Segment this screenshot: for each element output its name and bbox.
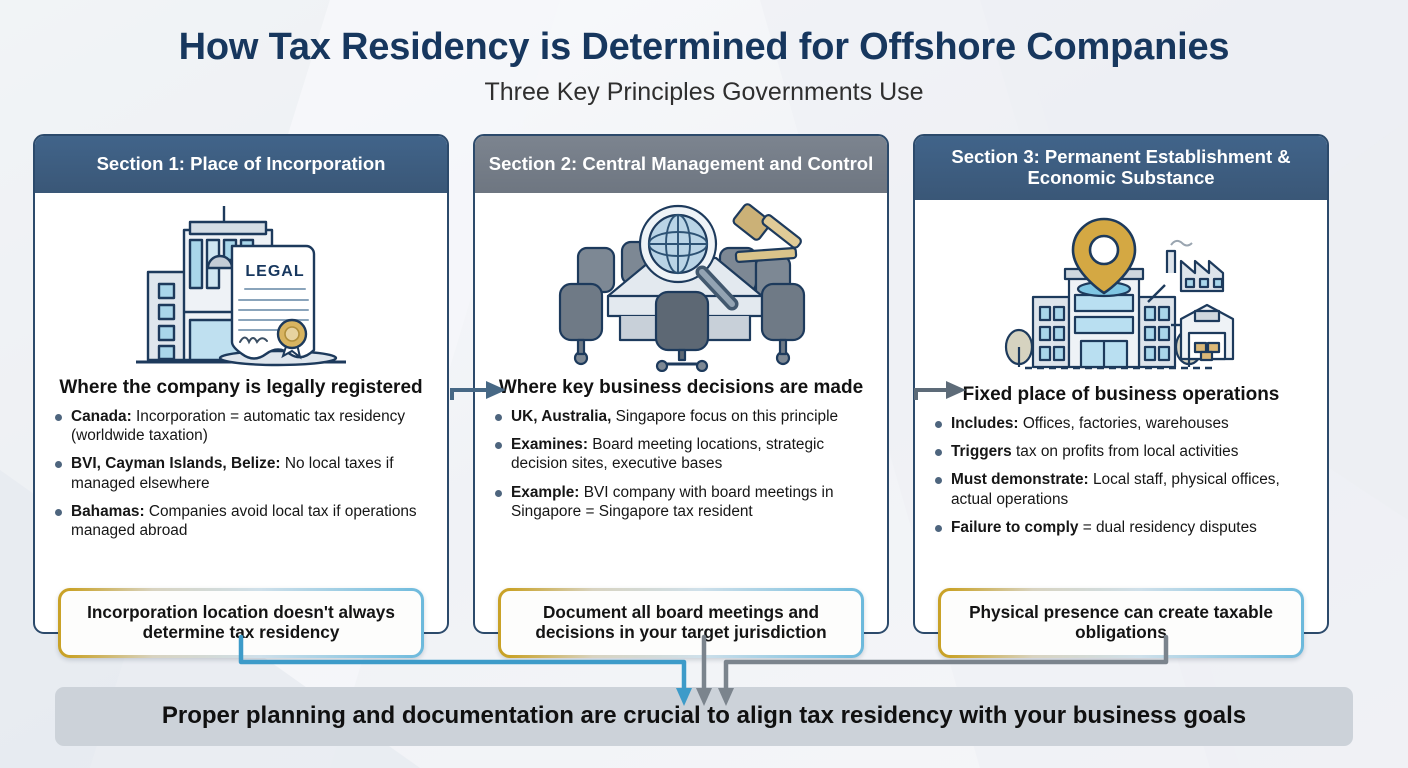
list-item: Example: BVI company with board meetings… — [492, 483, 872, 522]
section-1-lead: Where the company is legally registered — [59, 377, 423, 398]
section-3-header: Section 3: Permanent Establishment & Eco… — [915, 136, 1327, 200]
boardroom-globe-gavel-icon — [488, 197, 874, 375]
list-item: Bahamas: Companies avoid local tax if op… — [52, 502, 432, 541]
svg-text:LEGAL: LEGAL — [245, 263, 304, 280]
list-item: Failure to comply = dual residency dispu… — [932, 518, 1312, 537]
office-factory-warehouse-location-pin-icon — [928, 204, 1314, 382]
section-3-bullets: Includes: Offices, factories, warehouses… — [928, 414, 1314, 546]
sections-row: Section 1: Place of Incorporation — [33, 134, 1375, 658]
section-3-body: Fixed place of business operations Inclu… — [915, 200, 1327, 632]
list-item: Must demonstrate: Local staff, physical … — [932, 470, 1312, 509]
section-3-callout-text: Physical presence can create taxable obl… — [941, 590, 1301, 655]
section-1-header: Section 1: Place of Incorporation — [35, 136, 447, 193]
section-3-lead: Fixed place of business operations — [962, 383, 1280, 405]
section-1-callout-text: Incorporation location doesn't always de… — [61, 590, 421, 655]
list-item: Includes: Offices, factories, warehouses — [932, 414, 1312, 433]
office-building-legal-certificate-icon: LEGAL — [48, 197, 434, 375]
section-2-lead: Where key business decisions are made — [498, 377, 864, 398]
section-2-callout-text: Document all board meetings and decision… — [501, 590, 861, 655]
section-card-1[interactable]: Section 1: Place of Incorporation — [33, 134, 449, 658]
section-2-header: Section 2: Central Management and Contro… — [475, 136, 887, 193]
page-subtitle: Three Key Principles Governments Use — [484, 77, 924, 106]
section-1-bullets: Canada: Incorporation = automatic tax re… — [48, 407, 434, 550]
list-item: BVI, Cayman Islands, Belize: No local ta… — [52, 454, 432, 493]
section-card-3[interactable]: Section 3: Permanent Establishment & Eco… — [913, 134, 1329, 658]
section-1-body: LEGAL — [35, 193, 447, 632]
section-2-bullets: UK, Australia, Singapore focus on this p… — [488, 407, 874, 530]
summary-banner: Proper planning and documentation are cr… — [55, 687, 1353, 746]
page-title: How Tax Residency is Determined for Offs… — [178, 26, 1230, 68]
list-item: Triggers tax on profits from local activ… — [932, 442, 1312, 461]
list-item: UK, Australia, Singapore focus on this p… — [492, 407, 872, 426]
section-1-callout: Incorporation location doesn't always de… — [58, 587, 424, 658]
section-3-callout: Physical presence can create taxable obl… — [938, 587, 1304, 658]
list-item: Examines: Board meeting locations, strat… — [492, 435, 872, 474]
section-2-callout: Document all board meetings and decision… — [498, 587, 864, 658]
list-item: Canada: Incorporation = automatic tax re… — [52, 407, 432, 446]
section-card-2[interactable]: Section 2: Central Management and Contro… — [473, 134, 889, 658]
section-2-body: Where key business decisions are made UK… — [475, 193, 887, 632]
